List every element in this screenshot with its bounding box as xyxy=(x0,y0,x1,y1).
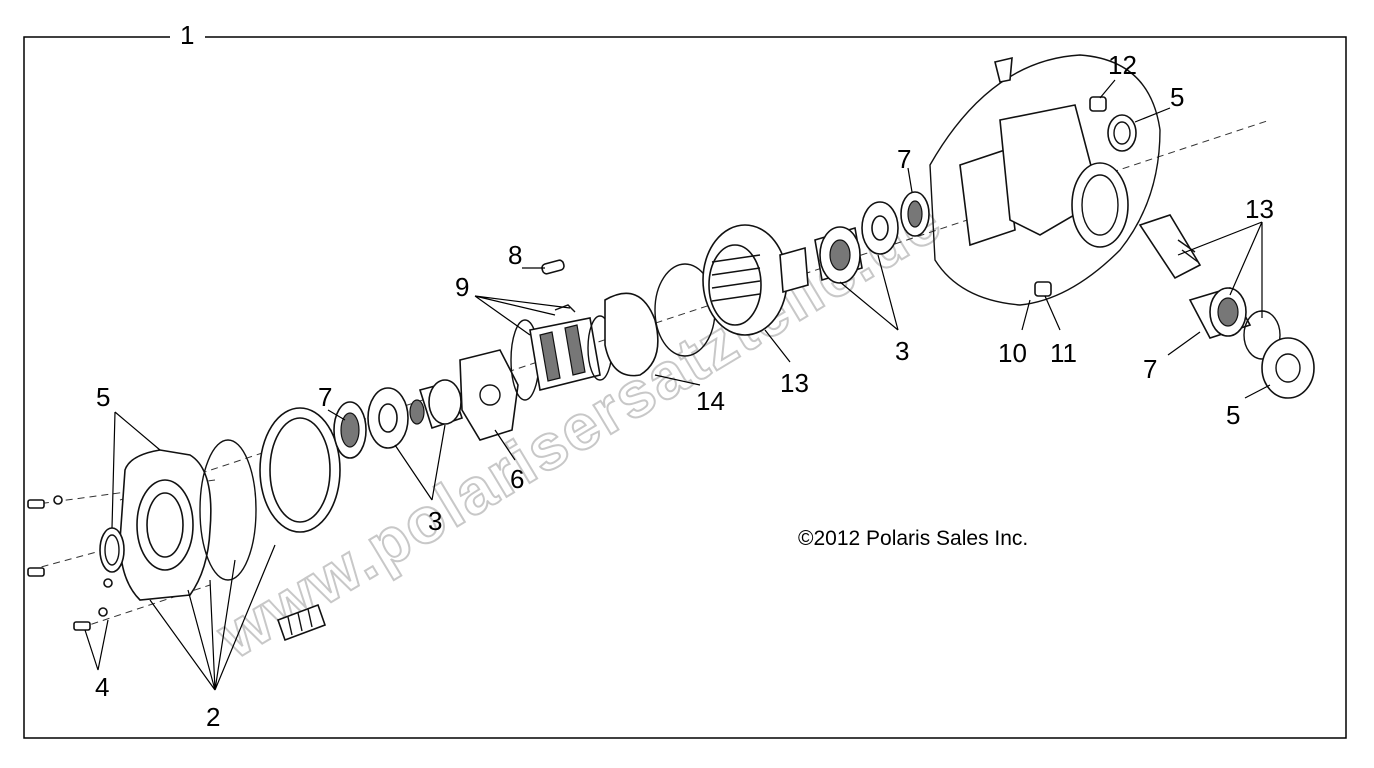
callout-11: 11 xyxy=(1050,338,1077,368)
callout-3: 3 xyxy=(428,506,442,536)
race-left xyxy=(367,387,409,449)
copyright-notice: ©2012 Polaris Sales Inc. xyxy=(798,527,1028,550)
callout-9: 9 xyxy=(455,272,469,302)
drain-plug xyxy=(1034,281,1052,297)
bearing-right xyxy=(1188,287,1252,339)
roller-bearing-right xyxy=(814,226,863,284)
gasket-group xyxy=(199,407,341,581)
seal-top-right xyxy=(1107,114,1137,152)
callout-7: 7 xyxy=(318,382,332,412)
assembly-frame xyxy=(23,36,1347,739)
bolt xyxy=(27,495,63,509)
front-cover xyxy=(99,449,212,601)
callout-12: 12 xyxy=(1108,50,1137,80)
callout-5: 5 xyxy=(96,382,110,412)
callout-13: 13 xyxy=(1245,194,1274,224)
callout-3: 3 xyxy=(895,336,909,366)
bolt xyxy=(27,567,45,577)
spring-clip xyxy=(554,304,576,313)
callout-10: 10 xyxy=(998,338,1027,368)
callout-5: 5 xyxy=(1170,82,1184,112)
callout-14: 14 xyxy=(696,386,725,416)
callout-5: 5 xyxy=(1226,400,1240,430)
roller-bearing-left xyxy=(409,379,464,430)
callout-7: 7 xyxy=(897,144,911,174)
pin xyxy=(541,259,565,275)
callout-13: 13 xyxy=(780,368,809,398)
callout-2: 2 xyxy=(206,702,220,732)
bearing-left xyxy=(333,401,367,459)
armature-plate xyxy=(459,349,519,441)
bolt xyxy=(73,578,113,631)
main-housing xyxy=(929,54,1161,306)
pinion-shaft xyxy=(1138,214,1202,280)
callout-7: 7 xyxy=(1143,354,1157,384)
callout-6: 6 xyxy=(510,464,524,494)
connector xyxy=(276,603,327,642)
race-right xyxy=(861,201,899,255)
bolt-group xyxy=(27,495,113,631)
ring-gear xyxy=(702,224,809,336)
bearing-top xyxy=(900,191,930,237)
callout-4: 4 xyxy=(95,672,109,702)
callout-1: 1 xyxy=(180,20,194,50)
seal-right xyxy=(1261,337,1315,399)
fill-plug xyxy=(1089,96,1107,112)
callout-8: 8 xyxy=(508,240,522,270)
callout-labels: 1 5 2 4 7 3 6 8 9 14 13 3 7 10 11 12 5 1… xyxy=(95,20,1274,732)
leader-lines xyxy=(84,79,1271,691)
